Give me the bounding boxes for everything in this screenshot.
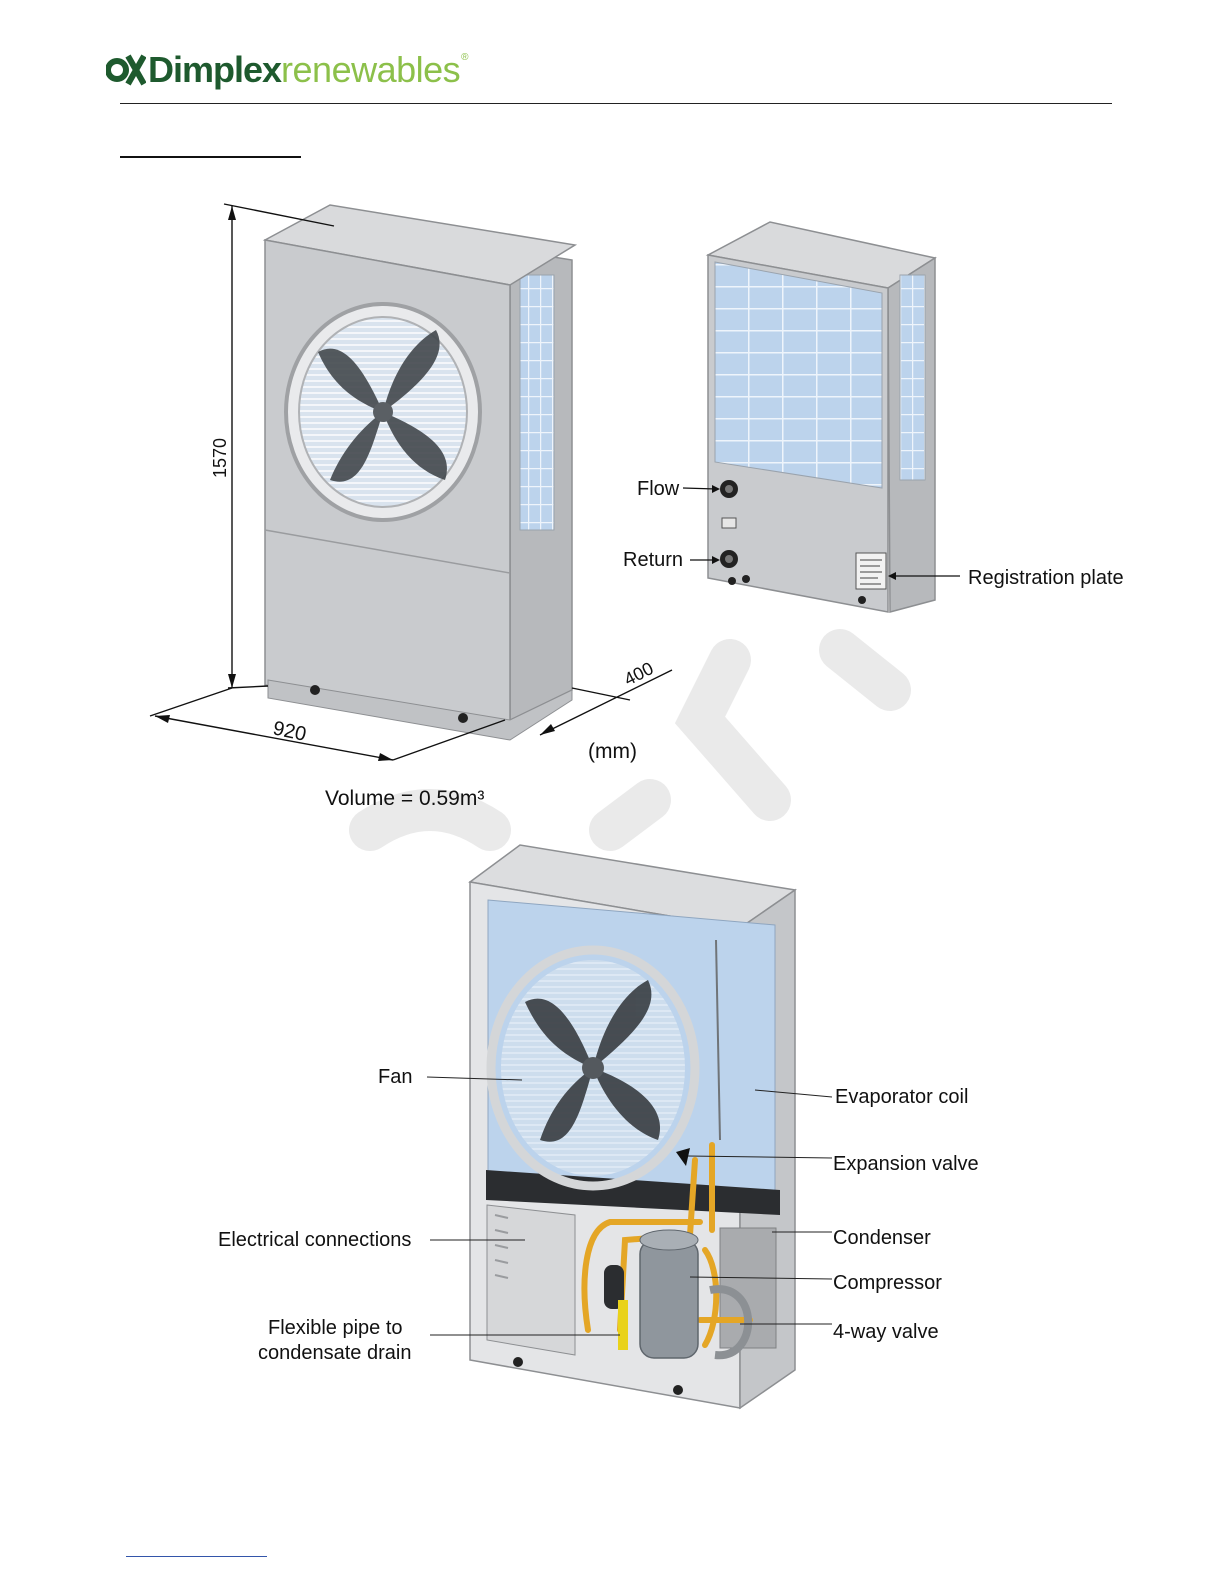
registration-plate-label: Registration plate [968, 567, 1124, 589]
dimension-width-label: 920 [271, 717, 308, 745]
component-electrical-connections-label: Electrical connections [218, 1229, 411, 1251]
flow-label: Flow [637, 478, 680, 500]
component-condenser-label: Condenser [833, 1227, 931, 1249]
component-compressor-label: Compressor [833, 1272, 942, 1294]
component-four-way-valve-label: 4-way valve [833, 1321, 939, 1343]
dimension-unit-label: (mm) [588, 740, 637, 763]
dimension-depth-label: 400 [621, 658, 657, 689]
volume-label: Volume = 0.59m³ [325, 787, 484, 810]
component-fan-label: Fan [378, 1066, 412, 1088]
component-flexible-pipe-label-line1: Flexible pipe to [268, 1317, 403, 1339]
component-evaporator-coil-label: Evaporator coil [835, 1086, 968, 1108]
rear-unit-illustration [708, 222, 935, 612]
return-label: Return [623, 549, 683, 571]
footer-rule [126, 1556, 267, 1557]
component-expansion-valve-label: Expansion valve [833, 1153, 979, 1175]
dimension-height-label: 1570 [210, 438, 230, 478]
front-unit-illustration [265, 205, 575, 740]
component-flexible-pipe-label-line2: condensate drain [258, 1342, 411, 1364]
